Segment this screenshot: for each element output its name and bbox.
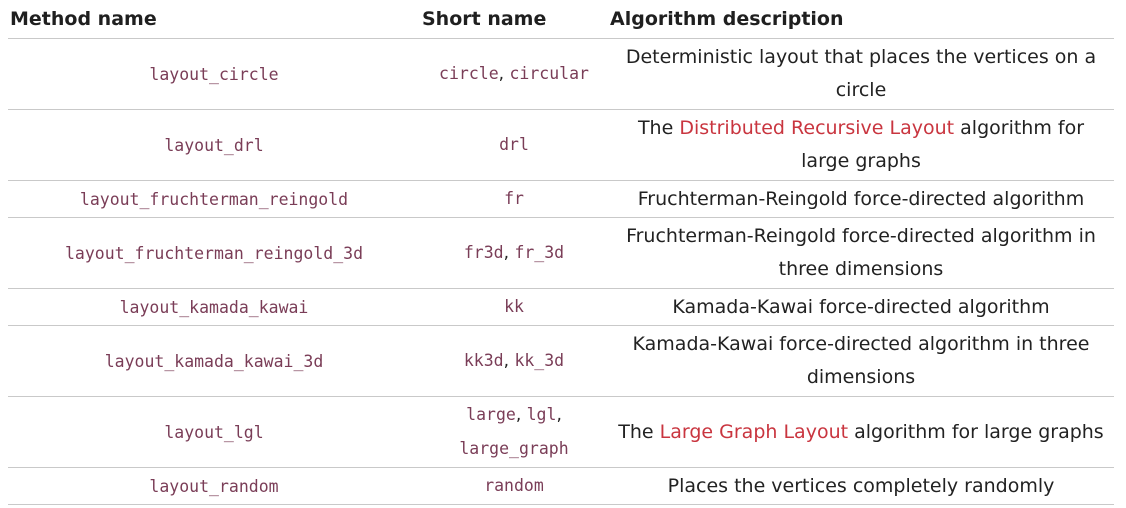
table-row: layout_fruchterman_reingold fr Fruchterm… xyxy=(8,180,1114,218)
table-header: Method name Short name Algorithm descrip… xyxy=(8,0,1114,39)
method-cell: layout_random xyxy=(8,467,420,505)
method-cell: layout_kamada_kawai xyxy=(8,288,420,326)
table-row: layout_drl drl The Distributed Recursive… xyxy=(8,109,1114,181)
description-text: Deterministic layout that places the ver… xyxy=(625,46,1097,101)
header-method-name: Method name xyxy=(8,0,420,39)
method-cell: layout_fruchterman_reingold_3d xyxy=(8,217,420,289)
short-name: large_graph xyxy=(459,439,569,458)
method-cell: layout_lgl xyxy=(8,396,420,468)
short-name: kk xyxy=(504,297,524,316)
method-cell: layout_drl xyxy=(8,109,420,181)
table-row: layout_lgl large, lgl, large_graph The L… xyxy=(8,396,1114,468)
short-name-separator: , xyxy=(503,351,515,371)
description-cell: Deterministic layout that places the ver… xyxy=(608,38,1114,110)
method-name: layout_lgl xyxy=(164,422,264,442)
short-name-cell: drl xyxy=(420,109,608,181)
short-name: fr_3d xyxy=(514,243,565,262)
description-cell: Places the vertices completely randomly xyxy=(608,467,1114,505)
method-cell: layout_fruchterman_reingold xyxy=(8,180,420,218)
table-row: layout_random random Places the vertices… xyxy=(8,467,1114,505)
short-name-separator: , xyxy=(556,405,562,425)
short-name-cell: random xyxy=(420,467,608,505)
method-name: layout_fruchterman_reingold_3d xyxy=(64,243,363,263)
description-text: algorithm for large graphs xyxy=(848,420,1104,443)
short-name-separator: , xyxy=(515,405,527,425)
description-text: Places the vertices completely randomly xyxy=(667,474,1055,497)
method-name: layout_random xyxy=(149,476,279,496)
short-name-cell: large, lgl, large_graph xyxy=(420,396,608,468)
short-name-cell: fr xyxy=(420,180,608,218)
description-text: The xyxy=(637,117,680,139)
short-name: kk3d xyxy=(463,351,504,370)
method-cell: layout_kamada_kawai_3d xyxy=(8,325,420,397)
short-name-cell: circle, circular xyxy=(420,38,608,110)
short-name: circle xyxy=(439,64,499,83)
short-name: lgl xyxy=(526,405,557,424)
table-row: layout_kamada_kawai kk Kamada-Kawai forc… xyxy=(8,288,1114,326)
short-name: fr3d xyxy=(463,243,504,262)
layouts-table: Method name Short name Algorithm descrip… xyxy=(8,0,1114,505)
description-cell: Fruchterman-Reingold force-directed algo… xyxy=(608,180,1114,218)
table-row: layout_fruchterman_reingold_3d fr3d, fr_… xyxy=(8,217,1114,289)
header-algorithm-description: Algorithm description xyxy=(608,0,1114,39)
method-name: layout_kamada_kawai_3d xyxy=(104,351,324,371)
table-body: layout_circle circle, circular Determini… xyxy=(8,38,1114,505)
short-name: kk_3d xyxy=(514,351,565,370)
method-name: layout_drl xyxy=(164,135,264,155)
description-text: Fruchterman-Reingold force-directed algo… xyxy=(626,225,1096,280)
method-name: layout_fruchterman_reingold xyxy=(79,189,349,209)
short-name: circular xyxy=(509,64,589,83)
table-row: layout_circle circle, circular Determini… xyxy=(8,38,1114,110)
short-name: large xyxy=(466,405,516,424)
description-cell: Kamada-Kawai force-directed algorithm xyxy=(608,288,1114,326)
short-name-cell: kk3d, kk_3d xyxy=(420,325,608,397)
drl-reference-link[interactable]: Distributed Recursive Layout xyxy=(679,117,955,139)
description-cell: The Distributed Recursive Layout algorit… xyxy=(608,109,1114,181)
short-name: fr xyxy=(504,189,524,208)
description-cell: The Large Graph Layout algorithm for lar… xyxy=(608,396,1114,468)
description-text: Kamada-Kawai force-directed algorithm in… xyxy=(632,333,1090,388)
lgl-reference-link[interactable]: Large Graph Layout xyxy=(659,420,849,443)
short-name-cell: fr3d, fr_3d xyxy=(420,217,608,289)
method-name: layout_circle xyxy=(149,64,279,84)
description-text: algorithm for large graphs xyxy=(801,117,1085,172)
short-name: drl xyxy=(499,135,529,154)
description-text: The xyxy=(618,420,660,443)
description-text: Kamada-Kawai force-directed algorithm xyxy=(672,295,1050,318)
header-short-name: Short name xyxy=(420,0,608,39)
short-name-separator: , xyxy=(503,243,515,263)
description-cell: Kamada-Kawai force-directed algorithm in… xyxy=(608,325,1114,397)
table-row: layout_kamada_kawai_3d kk3d, kk_3d Kamad… xyxy=(8,325,1114,397)
short-name-cell: kk xyxy=(420,288,608,326)
description-cell: Fruchterman-Reingold force-directed algo… xyxy=(608,217,1114,289)
short-name: random xyxy=(484,476,544,495)
method-name: layout_kamada_kawai xyxy=(119,297,309,317)
description-text: Fruchterman-Reingold force-directed algo… xyxy=(637,187,1085,210)
method-cell: layout_circle xyxy=(8,38,420,110)
header-row: Method name Short name Algorithm descrip… xyxy=(8,0,1114,39)
short-name-separator: , xyxy=(498,64,510,84)
